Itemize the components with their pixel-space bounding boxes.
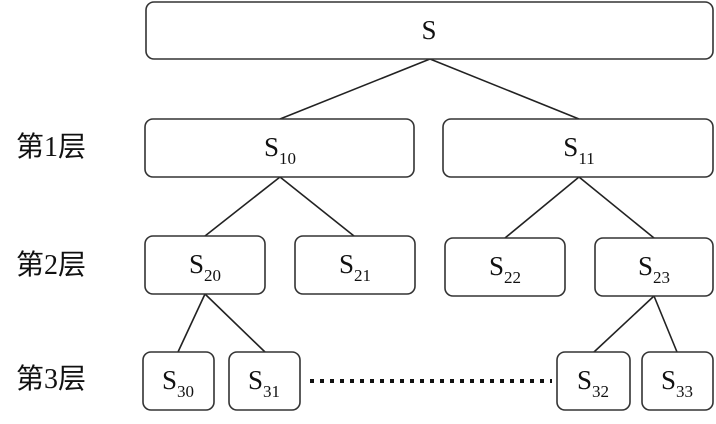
edge-s10-s20 bbox=[204, 176, 281, 237]
node-s23-label: S23 bbox=[638, 251, 670, 287]
node-s21-box bbox=[294, 235, 416, 295]
node-s33-box bbox=[641, 351, 714, 411]
node-s11-label: S11 bbox=[563, 132, 594, 168]
node-s11-box bbox=[442, 118, 714, 178]
edge-s20-s31 bbox=[204, 293, 266, 353]
edge-s-s10 bbox=[279, 58, 431, 120]
node-s-label: S bbox=[421, 15, 436, 45]
edge-s20-s30 bbox=[177, 293, 206, 353]
layer-2-label: 第2层 bbox=[16, 250, 87, 281]
node-s21-label: S21 bbox=[339, 249, 371, 285]
edge-s10-s21 bbox=[279, 176, 355, 237]
node-s22-box bbox=[444, 237, 566, 297]
node-s10-box bbox=[144, 118, 415, 178]
node-s32-label: S32 bbox=[577, 365, 609, 401]
node-s31-label: S31 bbox=[248, 365, 280, 401]
node-s31-box bbox=[228, 351, 301, 411]
layer-3-label: 第3层 bbox=[16, 364, 87, 395]
node-s20-box bbox=[144, 235, 266, 295]
node-s20-label: S20 bbox=[189, 249, 221, 285]
node-s22-label: S22 bbox=[489, 251, 521, 287]
node-s30-label: S30 bbox=[162, 365, 194, 401]
node-s-box bbox=[145, 1, 714, 60]
edge-s-s11 bbox=[429, 58, 580, 120]
edge-s23-s32 bbox=[593, 295, 655, 353]
edge-s11-s22 bbox=[504, 176, 580, 239]
edge-s11-s23 bbox=[578, 176, 655, 239]
node-s10-label: S10 bbox=[264, 132, 296, 168]
edge-s23-s33 bbox=[653, 295, 678, 353]
layer-1-label: 第1层 bbox=[16, 132, 87, 163]
node-s32-box bbox=[556, 351, 631, 411]
node-s30-box bbox=[142, 351, 215, 411]
node-s23-box bbox=[594, 237, 714, 297]
node-s33-label: S33 bbox=[661, 365, 693, 401]
